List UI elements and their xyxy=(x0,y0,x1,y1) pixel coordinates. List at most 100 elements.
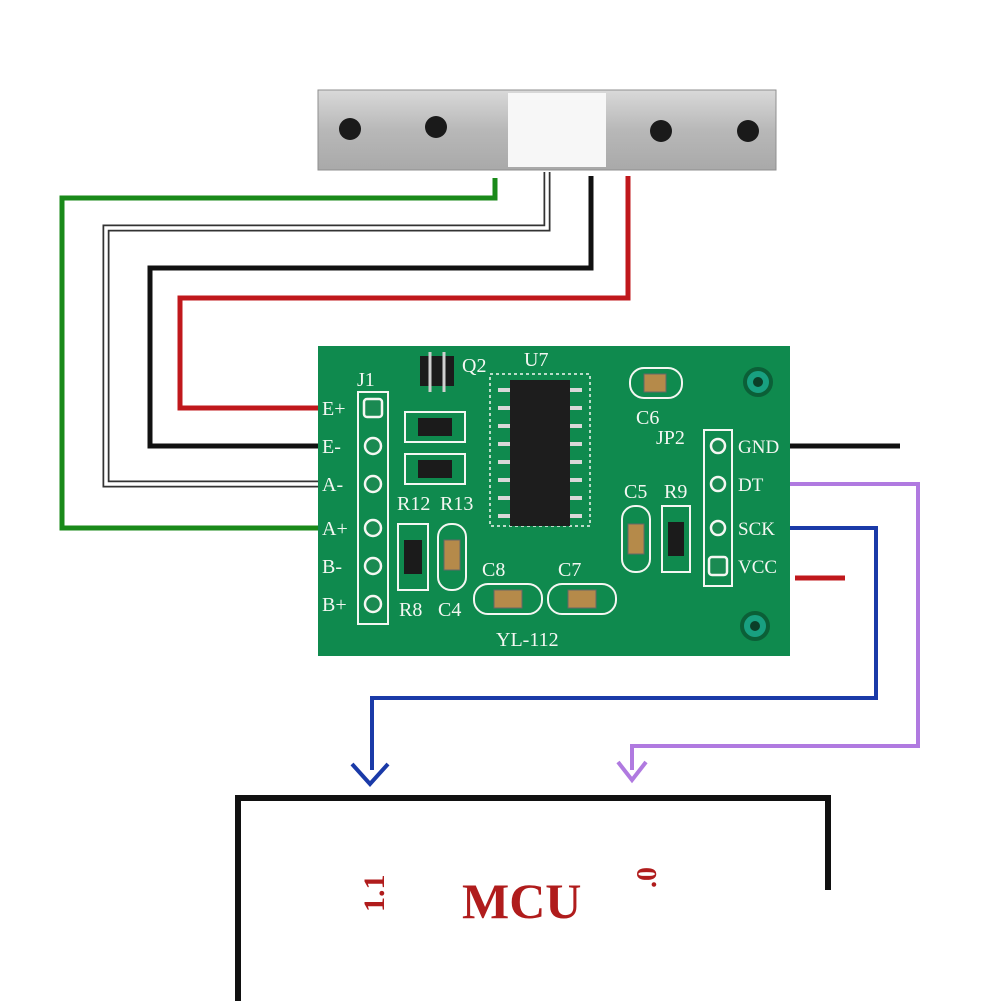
jp2-pin xyxy=(709,437,727,455)
jp2-label: JP2 xyxy=(656,427,685,449)
q2-label: Q2 xyxy=(462,355,486,377)
u7-label: U7 xyxy=(524,349,548,371)
c7-body xyxy=(567,589,597,609)
r9-body xyxy=(668,522,684,556)
c6-label: C6 xyxy=(636,407,659,429)
white-wire-fill xyxy=(104,172,549,486)
j1-pin-labels: E+ E- A- A+ B- B+ xyxy=(322,398,348,616)
mcu-block: MCU 1.1 .0 xyxy=(235,795,831,1001)
r8-label: R8 xyxy=(399,599,422,621)
c4-capacitor xyxy=(437,523,467,591)
c5-label: C5 xyxy=(624,481,647,503)
r13-resistor xyxy=(404,453,466,485)
mount-hole xyxy=(737,120,759,142)
load-cell xyxy=(317,89,777,171)
jp2-pins xyxy=(707,437,729,577)
j1-pin-label: A+ xyxy=(322,518,348,540)
jp2-pin-labels: GND DT SCK VCC xyxy=(738,437,779,578)
silkscreen-labels: J1 Q2 U7 C6 JP2 C5 R9 R12 R13 C8 C7 R8 C… xyxy=(357,349,687,651)
u7-chip-leads xyxy=(498,388,582,518)
r8-resistor xyxy=(397,523,429,591)
chip-lead xyxy=(570,406,582,410)
hx711-pcb: E+ E- A- A+ B- B+ GND DT SCK VCC xyxy=(318,346,790,656)
j1-pin-label: B- xyxy=(322,556,342,578)
r12-resistor xyxy=(404,411,466,443)
mount-hole xyxy=(425,116,447,138)
j1-pin xyxy=(363,556,383,576)
mcu-pin-right: .0 xyxy=(632,867,663,888)
c7-capacitor xyxy=(547,583,617,615)
c7-label: C7 xyxy=(558,559,581,581)
output-wires xyxy=(350,443,920,787)
u7-chip xyxy=(510,380,570,526)
mcu-pin-left: 1.1 xyxy=(358,875,391,913)
chip-lead xyxy=(570,478,582,482)
jp2-pin-label: DT xyxy=(738,475,764,496)
model-label: YL-112 xyxy=(496,629,559,651)
jp2-pin-label: SCK xyxy=(738,519,775,540)
j1-pin xyxy=(363,436,383,456)
jp2-pin xyxy=(709,475,727,493)
chip-lead xyxy=(570,442,582,446)
c8-body xyxy=(493,589,523,609)
r13-label: R13 xyxy=(440,493,473,515)
r9-resistor xyxy=(661,505,691,573)
j1-pin xyxy=(363,594,383,614)
mcu-label: MCU xyxy=(462,873,581,929)
chip-lead xyxy=(570,424,582,428)
load-cell-wires xyxy=(59,172,631,531)
jp2-pin-label: VCC xyxy=(738,557,777,578)
arrow-head-blue xyxy=(350,762,390,787)
j1-pin-label: B+ xyxy=(322,594,347,616)
q2-transistor xyxy=(420,356,454,386)
j1-pin-label: E- xyxy=(322,436,341,458)
chip-lead xyxy=(498,388,510,392)
jp2-pin xyxy=(709,519,727,537)
chip-lead xyxy=(498,406,510,410)
j1-pin xyxy=(363,518,383,538)
dt-purple-wire xyxy=(630,482,920,770)
chip-lead xyxy=(570,460,582,464)
chip-lead xyxy=(498,442,510,446)
arrow-head-purple xyxy=(616,760,648,784)
chip-lead xyxy=(498,460,510,464)
chip-lead xyxy=(570,496,582,500)
chip-lead xyxy=(570,514,582,518)
j1-pins xyxy=(362,397,384,614)
pcb-mount-hole xyxy=(753,377,763,387)
mcu-box-outline xyxy=(235,795,831,1001)
red-wire xyxy=(177,176,631,411)
chip-lead xyxy=(498,478,510,482)
c5-body xyxy=(627,523,645,555)
jp2-pin-label: GND xyxy=(738,437,779,458)
r12-body xyxy=(418,418,452,436)
j1-pin-label: E+ xyxy=(322,398,346,420)
r12-label: R12 xyxy=(397,493,430,515)
jp2-header-outline xyxy=(703,429,733,587)
j1-label: J1 xyxy=(357,369,375,391)
j1-pin-label: A- xyxy=(322,474,343,496)
chip-lead xyxy=(498,514,510,518)
r13-body xyxy=(418,460,452,478)
c8-label: C8 xyxy=(482,559,505,581)
c5-capacitor xyxy=(621,505,651,573)
pcb-mount-hole xyxy=(750,621,760,631)
mount-hole xyxy=(650,120,672,142)
c4-label: C4 xyxy=(438,599,461,621)
green-wire xyxy=(59,178,498,531)
r9-label: R9 xyxy=(664,481,687,503)
mount-hole xyxy=(339,118,361,140)
c8-capacitor xyxy=(473,583,543,615)
load-cell-gauge-area xyxy=(508,93,606,167)
smd-components xyxy=(397,367,691,615)
j1-header-outline xyxy=(357,391,389,625)
r8-body xyxy=(404,540,422,574)
chip-lead xyxy=(498,424,510,428)
c4-body xyxy=(443,539,461,571)
c6-capacitor xyxy=(629,367,683,399)
j1-pin xyxy=(362,397,384,419)
c6-body xyxy=(643,373,667,393)
black-wire xyxy=(147,176,594,449)
chip-lead xyxy=(570,388,582,392)
